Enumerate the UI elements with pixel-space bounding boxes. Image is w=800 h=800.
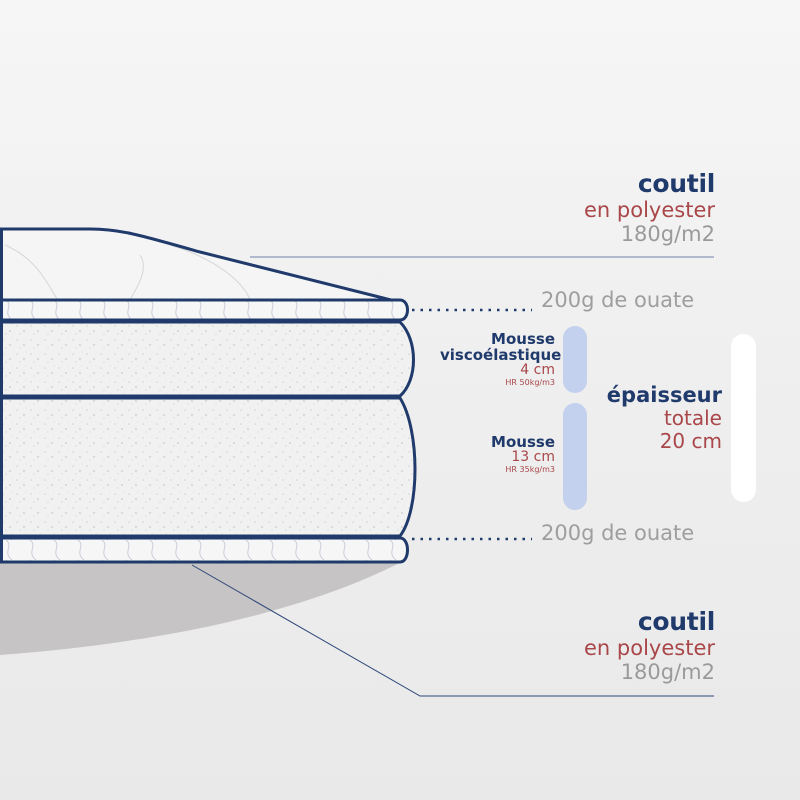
top-ouate-label: 200g de ouate (541, 288, 695, 312)
memory-foam-title-1: Mousse (491, 330, 555, 348)
thickness-bar-total-icon (731, 334, 756, 502)
total-thickness-label: épaisseur totale 20 cm (580, 383, 722, 453)
bottom-coutil-material: en polyester (584, 636, 715, 660)
memory-foam-label: Mousse viscoélastique 4 cm HR 50kg/m3 (440, 330, 562, 388)
bottom-coutil-weight: 180g/m2 (620, 660, 715, 684)
total-thickness-value: 20 cm (659, 429, 722, 453)
memory-foam-title-2: viscoélastique (440, 346, 562, 364)
foam-thickness: 13 cm (511, 449, 555, 465)
shadow (0, 560, 405, 655)
thickness-bar-foam-icon (563, 403, 587, 510)
total-thickness-title: épaisseur (606, 383, 722, 407)
top-coutil-label: coutil en polyester 180g/m2 (500, 169, 715, 247)
bottom-coutil-label: coutil en polyester 180g/m2 (500, 607, 715, 685)
memory-foam-density: HR 50kg/m3 (505, 378, 555, 387)
total-thickness-line2: totale (663, 406, 722, 430)
top-coutil-weight: 180g/m2 (620, 222, 715, 246)
foam-label: Mousse 13 cm HR 35kg/m3 (440, 434, 555, 475)
bottom-ouate-label: 200g de ouate (541, 521, 695, 545)
thickness-bar-memory-foam-icon (563, 326, 587, 393)
top-coutil-material: en polyester (584, 198, 715, 222)
foam-density: HR 35kg/m3 (505, 465, 555, 474)
memory-foam-thickness: 4 cm (520, 362, 555, 378)
top-coutil-title: coutil (637, 169, 715, 198)
bottom-coutil-title: coutil (637, 607, 715, 636)
foam-title: Mousse (491, 433, 555, 451)
